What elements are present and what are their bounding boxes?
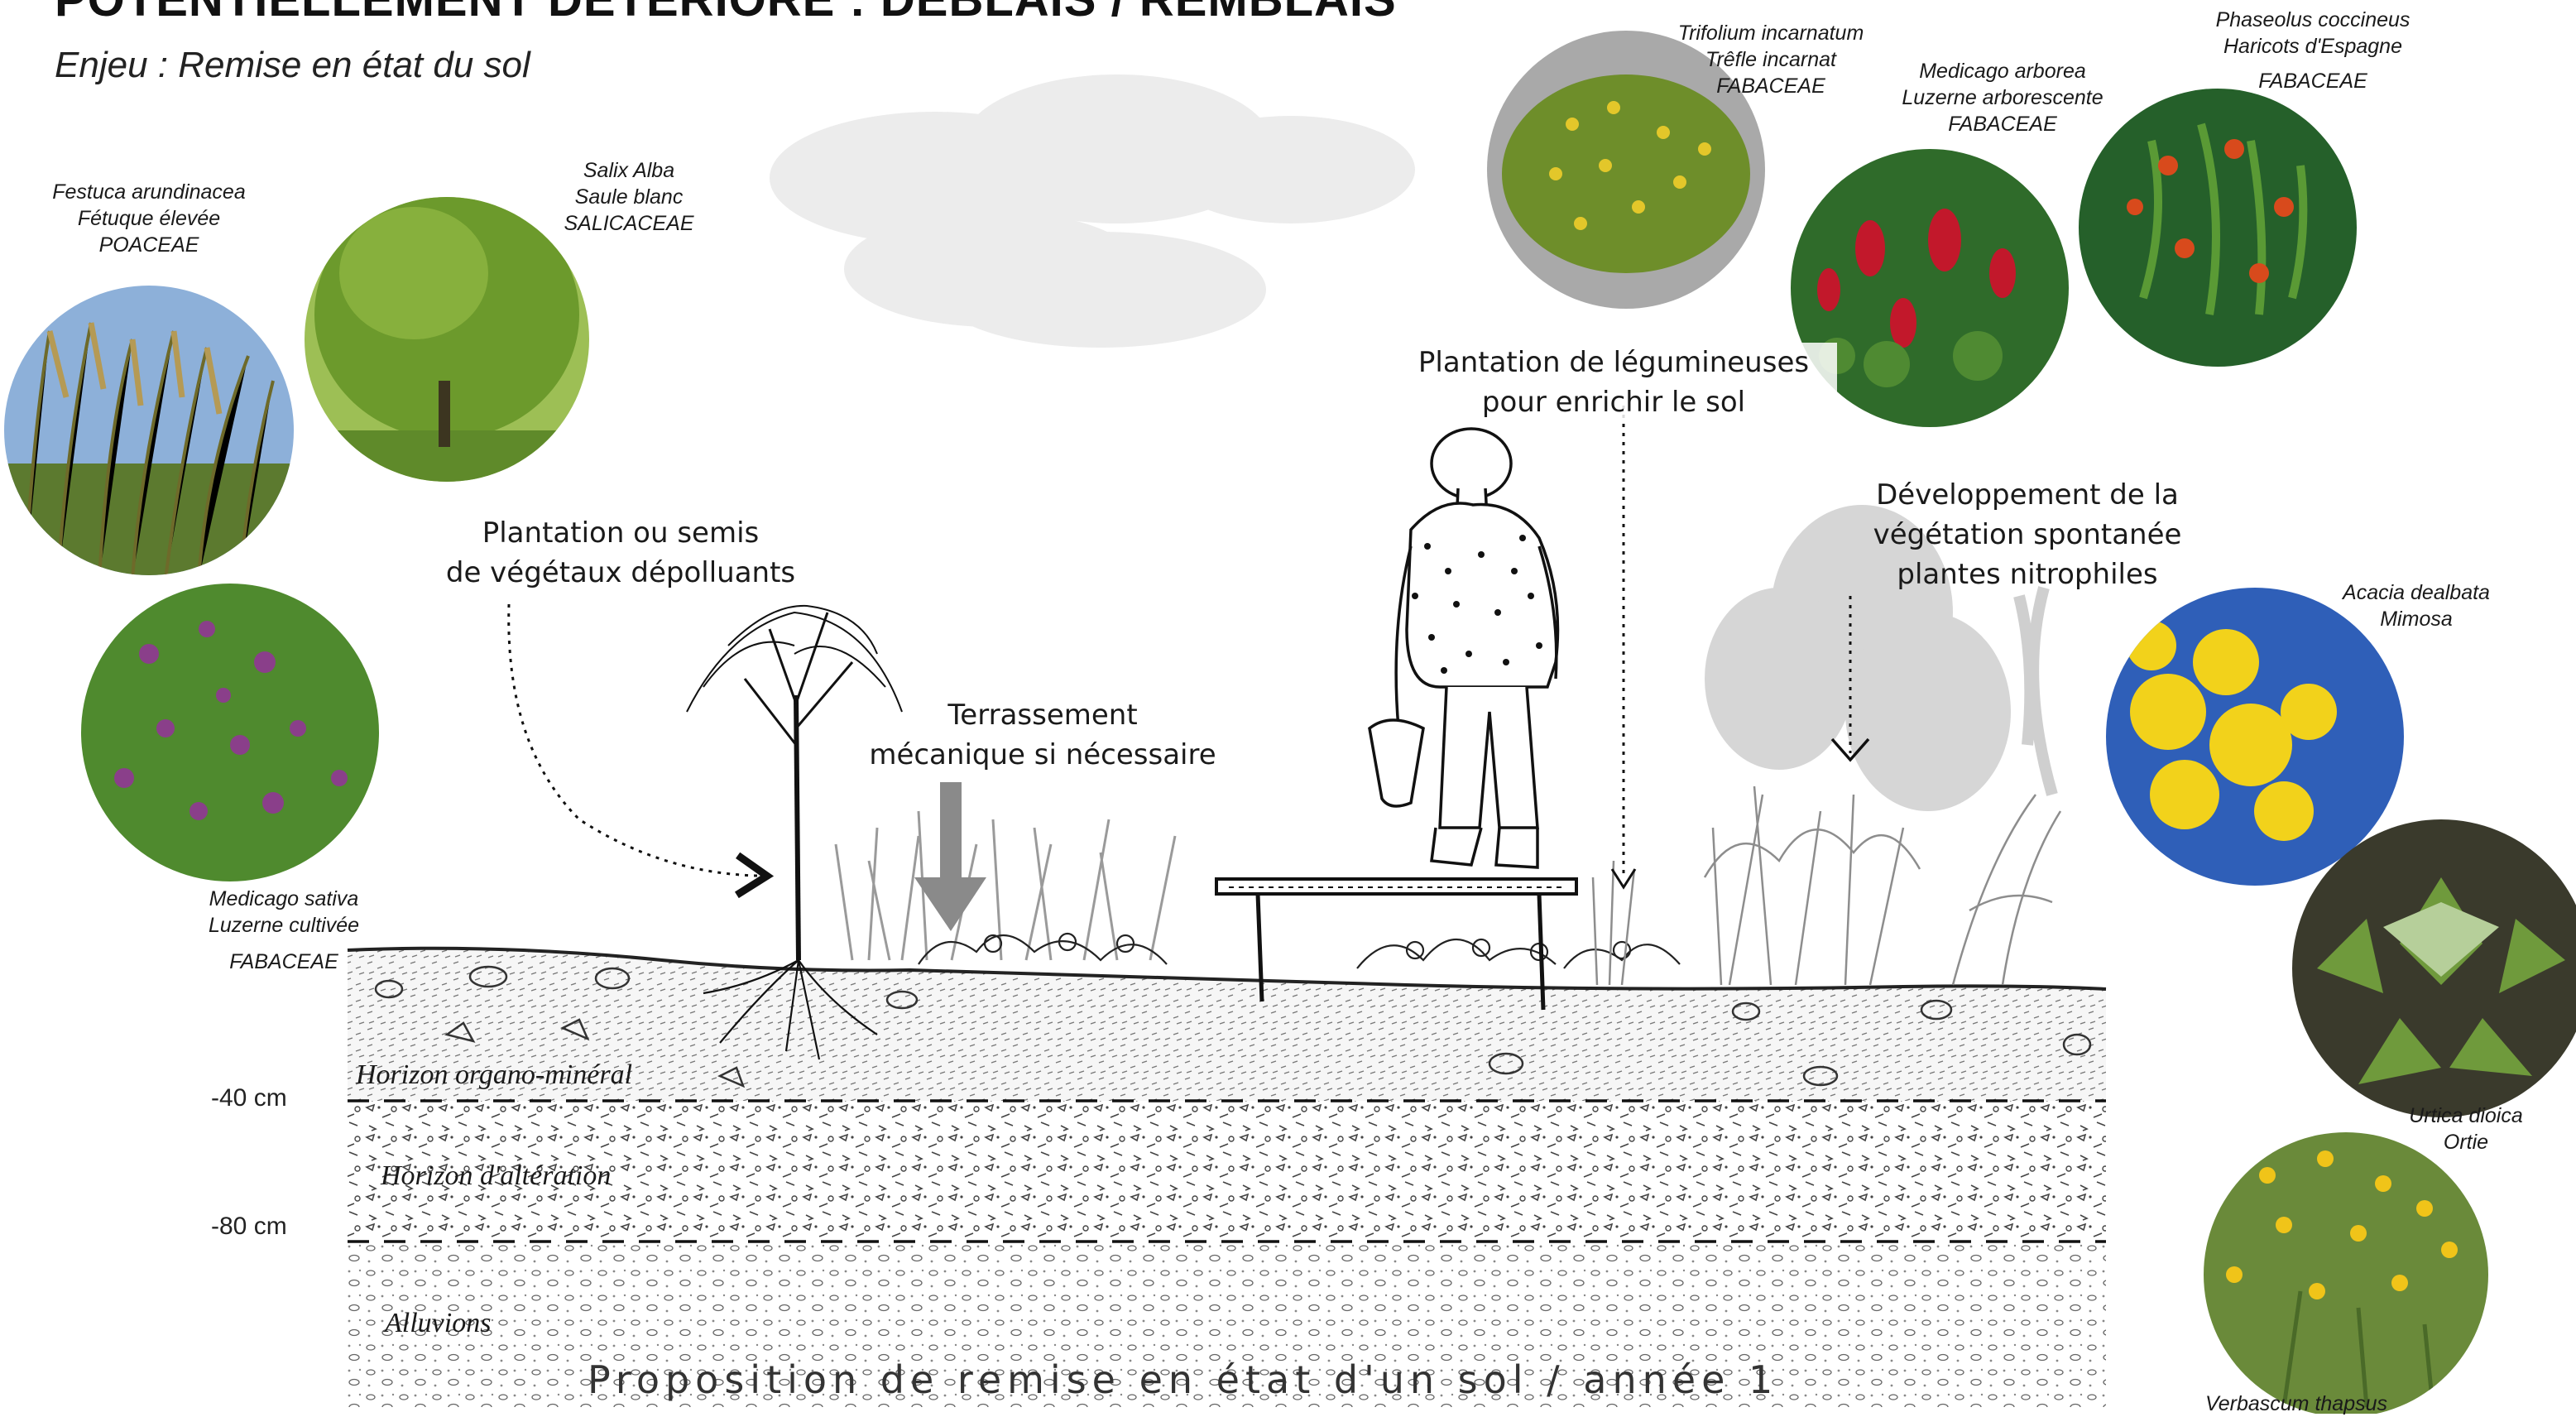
- legumineuses-arrow: [1610, 406, 1637, 890]
- common-name: Haricots d'Espagne: [2223, 35, 2402, 58]
- grey-grasses: [834, 810, 1177, 961]
- plant-label-urtica: Urtica dioica Ortie: [2383, 1102, 2549, 1155]
- trifolium-photo: [1487, 31, 1765, 309]
- family-name: FABACEAE: [229, 950, 338, 973]
- background-trees: [1705, 505, 2058, 811]
- planted-tree: [686, 604, 903, 1060]
- annotation-plantation: Plantation ou semis de végétaux dépollua…: [445, 516, 796, 589]
- festuca-photo: [4, 286, 294, 575]
- latin-name: Salix Alba: [583, 159, 675, 182]
- developpement-arrow: [1830, 596, 1870, 762]
- urtica-photo: [2292, 819, 2576, 1117]
- latin-name: Festuca arundinacea: [52, 180, 246, 204]
- family-name: FABACEAE: [1716, 74, 1825, 98]
- cloud-shape: [770, 74, 1415, 348]
- phaseolus-photo: [2079, 89, 2357, 367]
- plant-label-medicago-arborea: Medicago arborea Luzerne arborescente FA…: [1878, 58, 2127, 137]
- common-name: Trêfle incarnat: [1705, 48, 1836, 71]
- plant-label-medicago-sativa: Medicago sativa Luzerne cultivée FABACEA…: [180, 886, 387, 975]
- alluvions-label: Alluvions: [385, 1308, 492, 1338]
- latin-name: Phaseolus coccineus: [2215, 8, 2411, 31]
- latin-name: Medicago sativa: [209, 887, 359, 910]
- common-name: Ortie: [2443, 1131, 2489, 1154]
- medicago-sativa-photo: [81, 584, 379, 881]
- woman-figure: [1368, 427, 1560, 869]
- common-name: Luzerne arborescente: [1902, 86, 2103, 109]
- page-subtitle: Enjeu : Remise en état du sol: [55, 45, 530, 85]
- latin-name: Medicago arborea: [1919, 60, 2086, 83]
- common-name: Mimosa: [2380, 608, 2453, 631]
- bench: [1215, 877, 1578, 1011]
- family-name: FABACEAE: [2258, 70, 2367, 93]
- common-name: Saule blanc: [574, 185, 684, 209]
- horizon-organo-label: Horizon organo-minéral: [356, 1059, 633, 1090]
- latin-name: Acacia dealbata: [2343, 581, 2490, 604]
- annotation-legumineuses: Plantation de légumineuses pour enrichir…: [1390, 343, 1837, 422]
- family-name: FABACEAE: [1948, 113, 2057, 136]
- plant-label-festuca: Festuca arundinacea Fétuque élevée POACE…: [46, 179, 252, 258]
- acacia-photo: [2106, 588, 2404, 886]
- plant-label-phaseolus: Phaseolus coccineus Haricots d'Espagne F…: [2193, 7, 2433, 94]
- depth-label-80: -80 cm: [211, 1213, 287, 1240]
- plant-label-trifolium: Trifolium incarnatum Trêfle incarnat FAB…: [1663, 20, 1878, 99]
- page-title: POTENTIELLEMENT DÉTÉRIORÉ : DÉBLAIS / RE…: [55, 0, 1397, 27]
- latin-name: Verbascum thapsus: [2204, 1392, 2388, 1415]
- plant-label-salix: Salix Alba Saule blanc SALICACEAE: [546, 157, 712, 237]
- family-name: SALICACEAE: [564, 212, 694, 235]
- terrassement-arrow: [914, 782, 986, 931]
- soil-profile: [347, 946, 2107, 1407]
- annotation-developpement: Développement de la végétation spontanée…: [1873, 478, 2182, 591]
- salix-photo: [305, 197, 589, 482]
- spontaneous-vegetation: [1591, 785, 2062, 986]
- verbascum-photo: [2204, 1132, 2488, 1414]
- horizon-alteration-label: Horizon d'altération: [381, 1160, 612, 1191]
- common-name: Luzerne cultivée: [208, 914, 360, 937]
- plantation-arrow: [507, 603, 775, 899]
- family-name: POACEAE: [98, 233, 199, 257]
- common-name: Fétuque élevée: [77, 207, 221, 230]
- annotation-terrassement: Terrassement mécanique si nécessaire: [869, 699, 1216, 771]
- depth-label-40: -40 cm: [211, 1084, 287, 1112]
- medicago-arborea-photo: [1791, 149, 2069, 427]
- plant-label-acacia: Acacia dealbata Mimosa: [2317, 579, 2516, 632]
- latin-name: Urtica dioica: [2409, 1104, 2523, 1127]
- legume-vegetation: [918, 932, 1681, 969]
- plant-label-verbascum: Verbascum thapsus: [2197, 1391, 2396, 1417]
- figure-caption: Proposition de remise en état d'un sol /…: [588, 1357, 1779, 1402]
- latin-name: Trifolium incarnatum: [1677, 22, 1864, 45]
